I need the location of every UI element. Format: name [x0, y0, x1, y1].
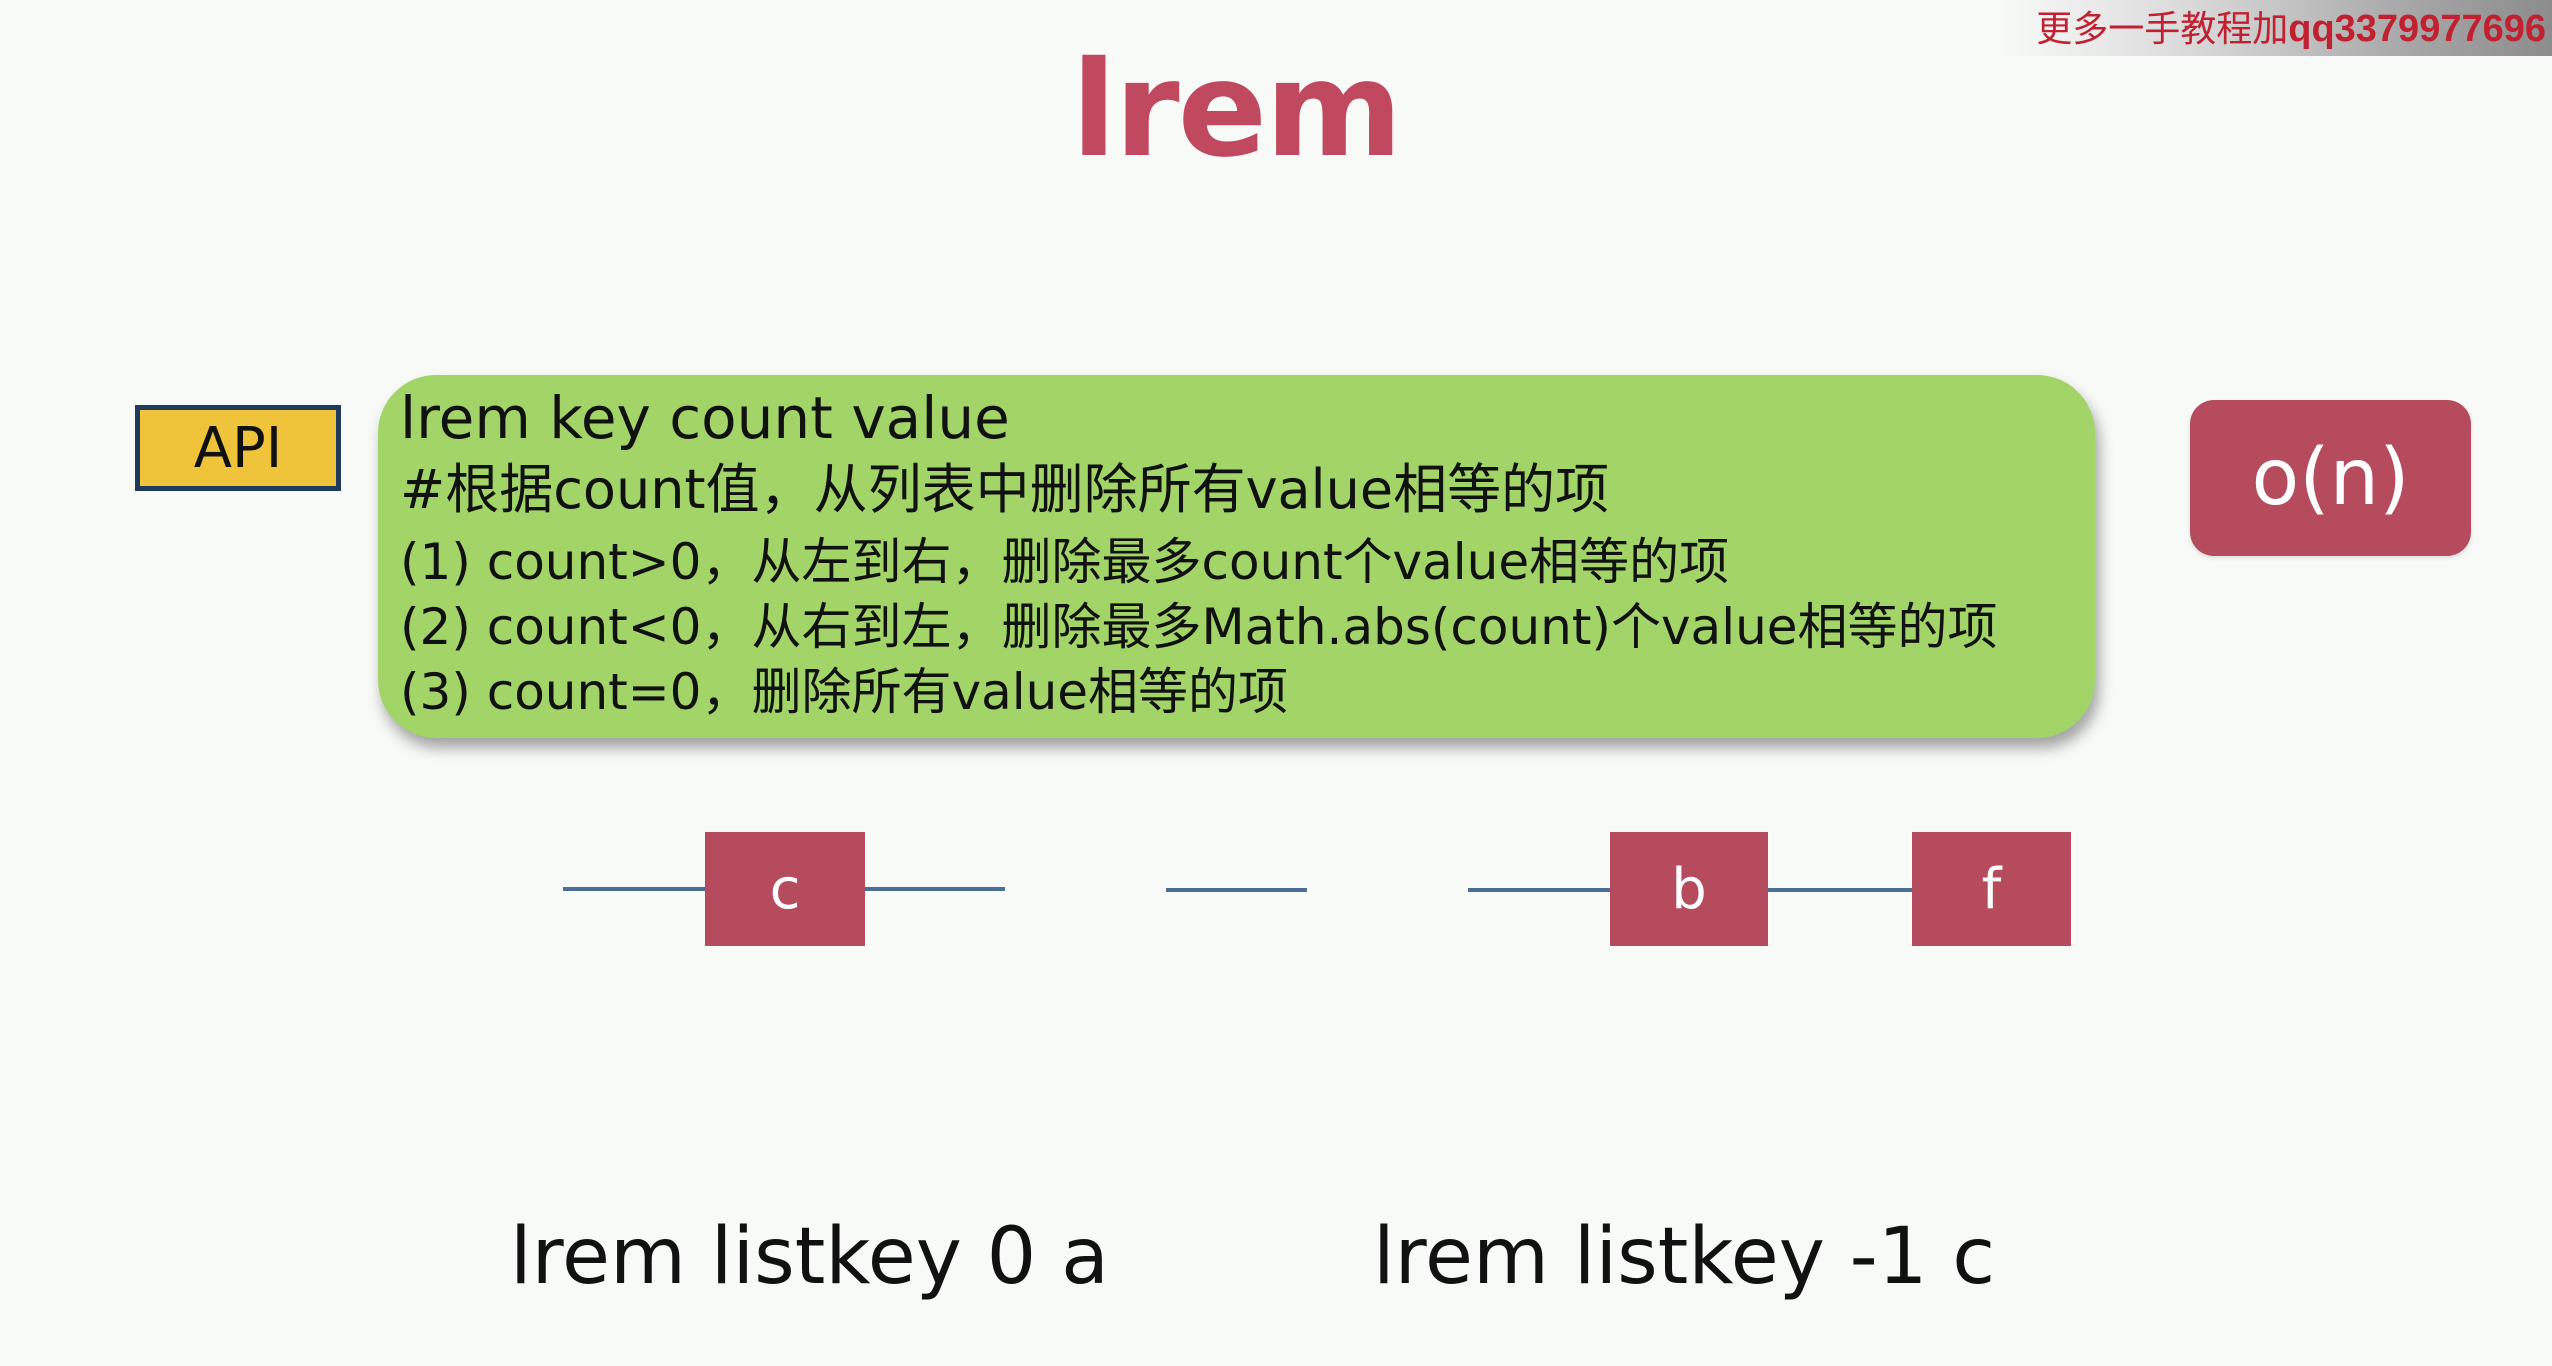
watermark: 更多一手教程加qq3379977696	[2036, 10, 2546, 48]
list-node-c: c	[705, 832, 865, 946]
list-connector	[1166, 888, 1307, 892]
api-description-box: lrem key count value #根据count值，从列表中删除所有v…	[378, 375, 2095, 738]
watermark-band: 更多一手教程加qq3379977696	[2000, 0, 2552, 56]
list-connector	[1768, 888, 1912, 892]
watermark-qq: qq3379977696	[2288, 8, 2546, 50]
api-rule-negative: (2) count<0，从右到左，删除最多Math.abs(count)个val…	[400, 598, 1998, 656]
list-node-b: b	[1610, 832, 1768, 946]
list-connector	[865, 887, 1005, 891]
list-node-f: f	[1912, 832, 2071, 946]
api-syntax: lrem key count value	[400, 384, 1010, 452]
list-connector	[1468, 888, 1610, 892]
api-badge: API	[135, 405, 341, 491]
api-rule-zero: (3) count=0，删除所有value相等的项	[400, 663, 1289, 721]
api-description: #根据count值，从列表中删除所有value相等的项	[400, 458, 1610, 521]
api-rule-positive: (1) count>0，从左到右，删除最多count个value相等的项	[400, 533, 1730, 591]
command-example-2: lrem listkey -1 c	[1373, 1212, 1996, 1302]
page-title: lrem	[1071, 33, 1402, 187]
command-example-1: lrem listkey 0 a	[510, 1212, 1109, 1302]
list-connector	[563, 887, 705, 891]
complexity-badge: o(n)	[2190, 400, 2471, 556]
watermark-prefix: 更多一手教程加	[2036, 9, 2289, 50]
